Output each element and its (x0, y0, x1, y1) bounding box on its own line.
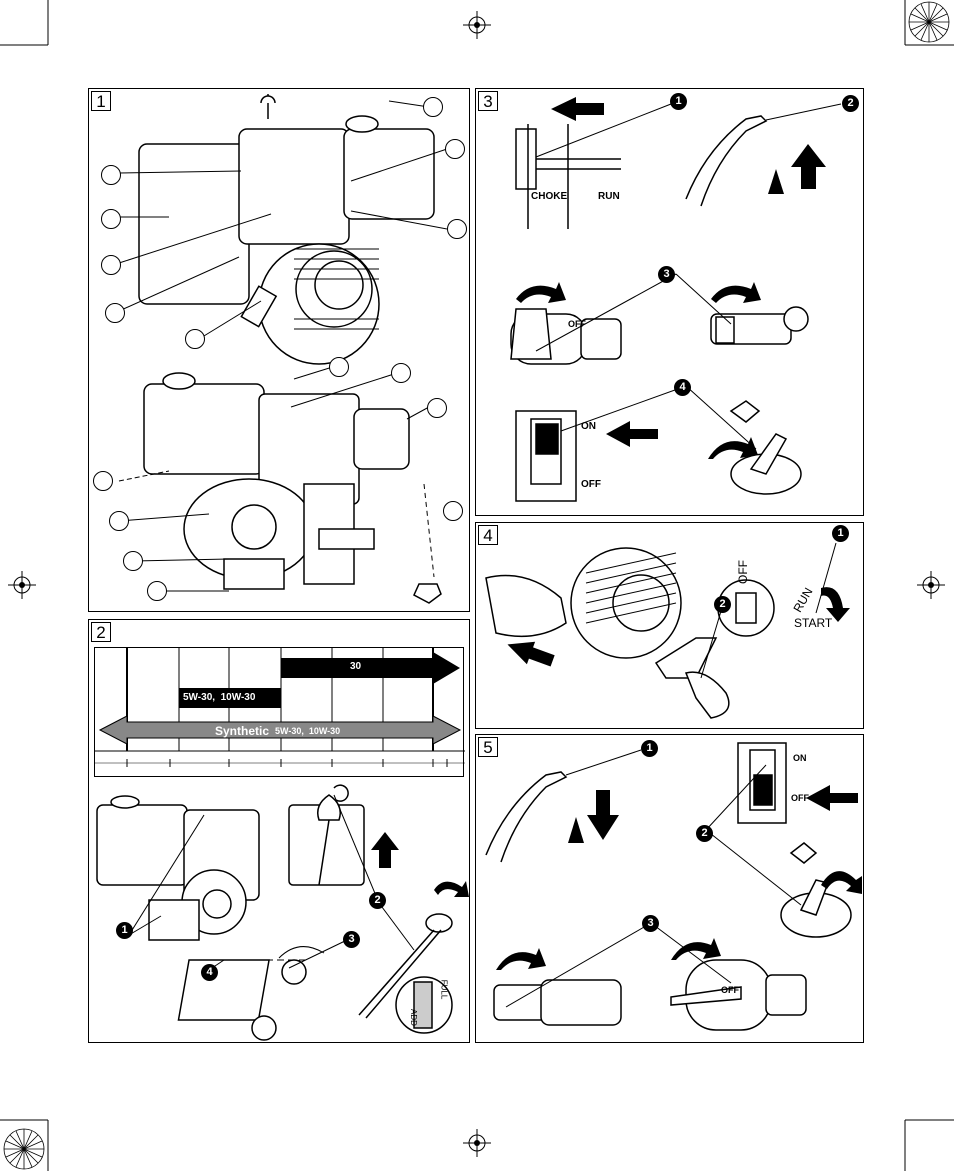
panel-number: 3 (478, 91, 498, 111)
synthetic-label: Synthetic (215, 724, 270, 738)
callout-circle (101, 209, 121, 229)
badge-2: 2 (696, 825, 713, 842)
callout-circle (109, 511, 129, 531)
switch-off-label: OFF (791, 793, 809, 803)
panel-number: 5 (478, 737, 498, 757)
badge-3: 3 (658, 266, 675, 283)
panel-1-engine-parts: 1 (88, 88, 470, 612)
oil-30-label: 30 (350, 661, 362, 672)
badge-4: 4 (674, 379, 691, 396)
panel-5-stopping: 5 1 2 3 O (475, 734, 864, 1043)
panel-3-start-prep: 3 (475, 88, 864, 516)
panel-number: 1 (91, 91, 111, 111)
panel-4-starting: 4 1 2 OFF RUN START (475, 522, 864, 729)
starting-illustration (485, 542, 850, 719)
callout-circle (423, 97, 443, 117)
crosshair-left (8, 571, 36, 599)
fuel-tank-bottom (143, 383, 265, 475)
switch-on-label: ON (581, 421, 596, 432)
dipstick-full-label: FULL (439, 979, 449, 1000)
callout-circle (427, 398, 447, 418)
badge-1: 1 (641, 740, 658, 757)
callout-circle (101, 165, 121, 185)
engine-illustration (118, 94, 448, 604)
callout-circle (185, 329, 205, 349)
off-valve-label: OFF (568, 319, 586, 329)
callout-circle (105, 303, 125, 323)
badge-3: 3 (343, 931, 360, 948)
badge-3: 3 (642, 915, 659, 932)
callout-circle (329, 357, 349, 377)
callout-circle (101, 255, 121, 275)
callout-circle (391, 363, 411, 383)
crosshair-bottom (463, 1129, 491, 1157)
badge-1: 1 (832, 525, 849, 542)
starburst-top-right (908, 1, 950, 43)
badge-2: 2 (842, 95, 859, 112)
dipstick-add-label: ADD (408, 1009, 418, 1026)
run-label: RUN (598, 191, 620, 202)
callout-circle (447, 219, 467, 239)
stopping-illustration (485, 742, 862, 1031)
choke-label: CHOKE (531, 191, 568, 202)
starburst-bottom-left (3, 1128, 45, 1170)
oil-fill-illustration (96, 784, 469, 1041)
callout-circle (445, 139, 465, 159)
callout-circle (147, 581, 167, 601)
start-label: START (794, 616, 833, 630)
switch-off-label: OFF (581, 479, 601, 490)
panel-2-oil: 2 30 5W-30, 10W-30 (88, 619, 470, 1043)
fuel-tank-top (343, 128, 435, 220)
valve-off-label: OFF (721, 985, 739, 995)
oil-5w30-label: 5W-30, 10W-30 (183, 692, 256, 703)
badge-4: 4 (201, 964, 218, 981)
callout-circle (123, 551, 143, 571)
start-prep-illustration (510, 97, 842, 502)
switch-on-label: ON (793, 753, 807, 763)
badge-2: 2 (369, 892, 386, 909)
panel-number: 4 (478, 525, 498, 545)
synthetic-grades: 5W-30, 10W-30 (275, 726, 341, 736)
engine-housing-top (138, 143, 250, 305)
crosshair-right (917, 571, 945, 599)
badge-1: 1 (670, 93, 687, 110)
badge-2: 2 (714, 596, 731, 613)
off-label: OFF (736, 560, 750, 584)
crosshair-top (463, 11, 491, 39)
badge-1: 1 (116, 922, 133, 939)
oil-viscosity-chart: 30 5W-30, 10W-30 Synthetic 5W-30, 10W-30 (94, 647, 465, 777)
oil-chart-grid (95, 648, 465, 767)
callout-circle (93, 471, 113, 491)
panel-number: 2 (91, 622, 111, 642)
callout-circle (443, 501, 463, 521)
